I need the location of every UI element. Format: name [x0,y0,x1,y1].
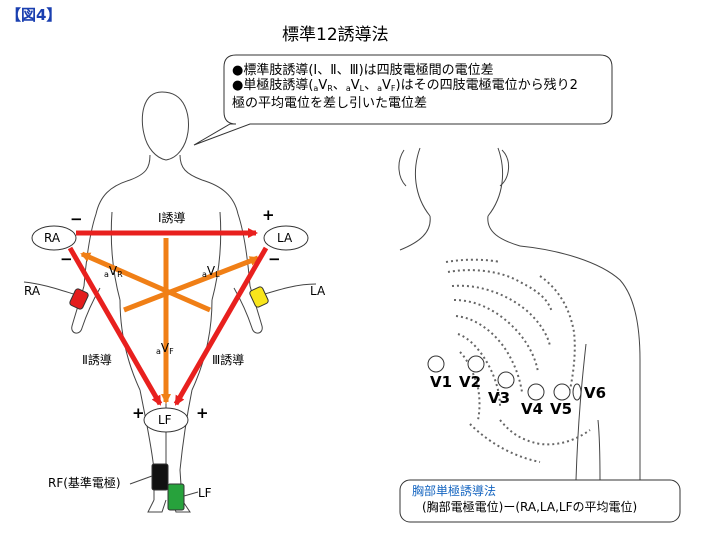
note-v1: V [318,78,328,93]
v6-label: V6 [584,384,607,402]
note-a2: a [345,84,351,93]
electrode-lf [167,483,185,511]
avl-label: aVL [202,264,220,279]
lead3-label: Ⅲ誘導 [212,353,245,367]
la-minus: − [268,250,281,268]
chest-ear [398,149,509,187]
v1-label: V1 [430,373,453,391]
chest-lead-description: 胸部単極誘導法 (胸部電極電位)ー(RA,LA,LFの平均電位) [404,483,674,515]
note-sep2: 、 [364,78,378,93]
v5-label: V5 [550,400,573,418]
avr-arrow [80,251,212,313]
v2-label: V2 [459,373,482,391]
note-l: L [359,84,365,93]
note-v2: V [350,78,360,93]
avr-label: aVR [104,264,123,279]
electrode-v1 [427,355,445,373]
note-text: ●標準肢誘導(Ⅰ、Ⅱ、Ⅲ)は四肢電極間の電位差 ●単極肢誘導(aVR、aVL、a… [232,63,602,111]
avr-v: V [108,264,118,278]
note-sep1: 、 [332,78,346,93]
chest-lead-title: 胸部単極誘導法 [412,484,497,498]
chest-head [414,147,504,217]
torso-inner [110,211,222,301]
chest-arm-line [575,343,601,481]
chest-lead-formula: (胸部電極電位)ー(RA,LA,LFの平均電位) [422,500,638,514]
diagram-title: 標準12誘導法 [282,25,389,45]
node-la [263,225,309,251]
la-plus: + [262,206,275,224]
note-a3: a [377,84,383,93]
neck-outline [129,154,203,181]
lead2-arrow [67,246,163,406]
avf-v: V [160,341,170,355]
lf-foot-label: LF [198,486,212,500]
note-line-3: 極の平均電位を差し引いた電位差 [232,96,428,111]
electrode-v6 [572,383,582,401]
body-figure-chest [398,147,641,481]
electrode-v4 [527,383,545,401]
note-line-2-prefix: ●単極肢誘導( [232,78,314,93]
lf-plus-left: + [132,404,145,422]
avf-sub: F [169,347,174,356]
cable-lf [183,491,199,497]
speech-bubble [193,54,613,146]
note-line-2: ●単極肢誘導(aVR、aVL、aVF)はその四肢電極電位から残り2 [232,78,602,96]
legs-outline [139,389,193,501]
standard-leads [67,228,269,406]
node-ra-label: RA [44,231,61,245]
lead3-arrow [173,246,269,406]
torso-outline [83,179,251,287]
electrode-la [249,286,269,308]
head-outline [141,91,189,161]
electrode-v3 [497,371,515,389]
ra-minus-bottom: − [60,250,73,268]
avr-a: a [104,270,109,279]
rf-label: RF(基準電極) [48,476,121,490]
electrode-ra [69,288,89,310]
electrode-v5 [553,383,571,401]
node-ra [31,225,77,251]
avr-sub: R [117,270,123,279]
v4-label: V4 [521,400,544,418]
lf-plus-right: + [196,404,209,422]
note-a1: a [313,84,319,93]
ra-side-label: RA [24,284,41,298]
avl-arrow [123,255,260,313]
electrode-v2 [467,355,485,373]
note-line-1: ●標準肢誘導(Ⅰ、Ⅱ、Ⅲ)は四肢電極間の電位差 [232,63,494,78]
avl-v: V [206,264,216,278]
ra-minus-top: − [70,210,83,228]
augmented-leads [80,238,260,404]
chest-shoulder [519,245,641,480]
avl-a: a [202,270,207,279]
figure-label: 【図4】 [6,6,62,24]
cable-la [257,283,317,297]
electrode-rf [151,463,169,491]
la-side-label: LA [310,284,326,298]
note-f: F [390,84,396,93]
avf-a: a [156,347,161,356]
v3-label: V3 [488,389,511,407]
lead1-label: Ⅰ誘導 [158,211,186,225]
note-line-2-suffix: )はその四肢電極電位から残り2 [395,78,578,93]
note-v3: V [382,78,391,93]
avl-sub: L [215,270,220,279]
node-lf [143,407,189,433]
note-r: R [327,84,333,93]
avf-label: aVF [156,341,174,356]
cable-rf [129,475,153,485]
rib-cage [445,258,591,463]
lead2-label: Ⅱ誘導 [82,353,112,367]
node-la-label: LA [277,231,293,245]
chest-neck [399,215,521,251]
node-lf-label: LF [158,413,172,427]
chest-label-box [399,479,681,523]
body-figure-front [23,91,317,513]
